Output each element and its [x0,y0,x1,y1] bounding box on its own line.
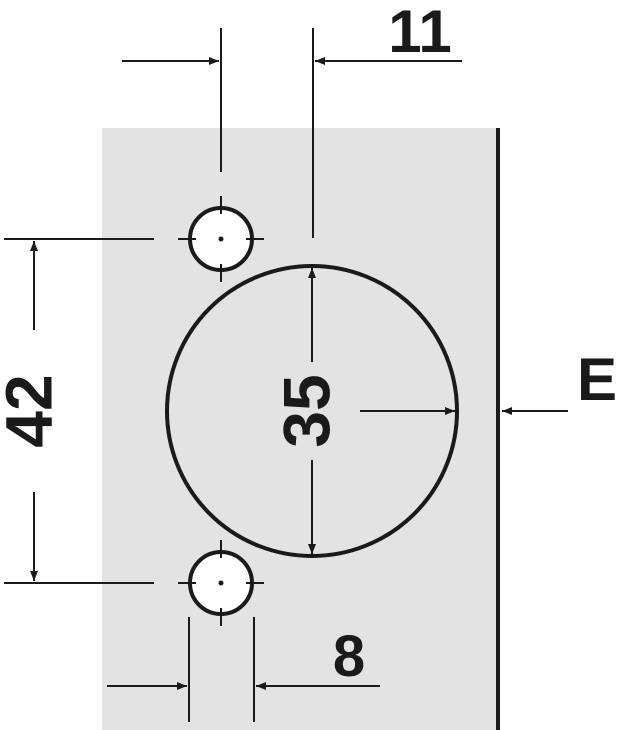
dimension-label-e: E [577,346,617,413]
top-screw-hole [178,196,264,282]
dimension-8 [107,617,380,722]
dimension-label-11: 11 [388,0,451,65]
bottom-screw-hole [178,540,264,626]
dimension-label-35: 35 [269,374,343,447]
dimension-42 [4,238,154,584]
dimension-11 [122,28,462,238]
cup-hole [165,264,459,558]
dimension-label-42: 42 [0,374,65,447]
dimension-label-8: 8 [333,624,365,689]
